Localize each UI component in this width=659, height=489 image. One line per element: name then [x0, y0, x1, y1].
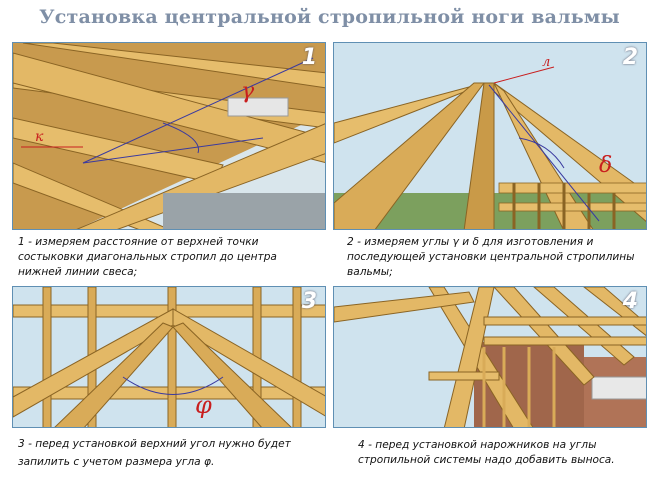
caption-3: 3 - перед установкой верхний угол нужно … [18, 435, 330, 471]
page-title: Установка центральной стропильной ноги в… [39, 6, 620, 28]
panel-number: 2 [622, 45, 638, 70]
caption-line: нижней линии свеса; [18, 266, 138, 278]
caption-line: последующей установки центральной стропи… [347, 251, 635, 263]
label-l: л [542, 55, 551, 70]
label-gamma: γ [241, 79, 255, 104]
caption-line: состыковки диагональных стропил до центр… [18, 251, 277, 263]
illustration-panel-3: 3 φ [12, 286, 326, 428]
caption-1: 1 - измеряем расстояние от верхней точки… [18, 235, 330, 280]
illustration-panel-1: 1 к γ [12, 42, 326, 230]
caption-line: 4 - перед установкой нарожников на углы [358, 439, 597, 451]
caption-line: 1 - измеряем расстояние от верхней точки [18, 236, 259, 248]
label-k: к [35, 129, 44, 145]
caption-4: 4 - перед установкой нарожников на углы … [358, 438, 648, 468]
roof-drawing-3 [13, 287, 325, 427]
caption-2: 2 - измеряем углы γ и δ для изготовления… [347, 235, 647, 280]
panel-number: 4 [622, 289, 638, 314]
caption-line: стропильной системы надо добавить выноса… [358, 454, 615, 466]
illustration-panel-4: 4 [333, 286, 647, 428]
roof-drawing-1 [13, 43, 325, 229]
panel-number: 1 [301, 45, 317, 70]
label-delta: δ [599, 153, 613, 178]
caption-line: запилить с учетом размера угла φ. [18, 456, 215, 468]
caption-line: вальмы; [347, 266, 393, 278]
caption-line: 3 - перед установкой верхний угол нужно … [18, 438, 291, 450]
panel-number: 3 [301, 289, 317, 314]
caption-line: 2 - измеряем углы γ и δ для изготовления… [347, 236, 594, 248]
roof-drawing-2 [334, 43, 646, 229]
roof-drawing-4 [334, 287, 646, 427]
label-phi: φ [195, 391, 212, 419]
illustration-panel-2: 2 л δ [333, 42, 647, 230]
